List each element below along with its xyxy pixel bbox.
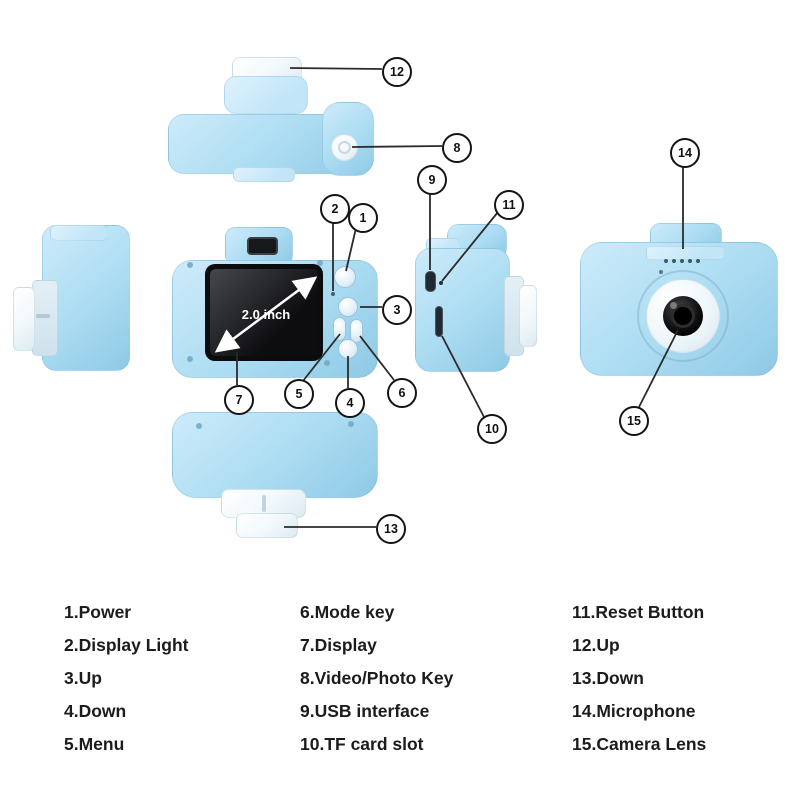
legend-item-up-2: 12.Up [572,635,620,655]
display-light-led [331,292,335,296]
screw [317,260,323,266]
tf-card-slot [435,306,443,337]
left-lens-cap [13,287,35,351]
callout-13: 13 [376,514,406,544]
legend-item-camera-lens: 15.Camera Lens [572,734,707,754]
left-top-notch [50,225,108,241]
leader-line-15 [638,329,679,408]
callout-12-number: 12 [390,65,404,79]
callout-11-number: 11 [502,198,516,212]
callout-2: 2 [320,194,350,224]
callout-8: 8 [442,133,472,163]
callout-15-number: 15 [627,414,641,428]
screw [324,360,330,366]
legend-item-mode-key: 6.Mode key [300,602,395,622]
callout-4: 4 [335,388,365,418]
power-button [334,266,356,288]
screen-diagonal-arrow [214,276,318,353]
callout-9: 9 [417,165,447,195]
callout-10: 10 [477,414,507,444]
callout-14-number: 14 [678,146,692,160]
callout-6-number: 6 [398,386,406,400]
legend-item-reset-button: 11.Reset Button [572,602,705,622]
legend-item-up: 3.Up [64,668,102,688]
viewfinder-window [247,237,278,255]
screw [187,262,193,268]
microphone-band [646,246,724,260]
callout-13-number: 13 [384,522,398,536]
callout-9-number: 9 [428,173,436,187]
right-lens-cap [519,285,537,347]
leader-line-6 [359,335,395,381]
legend-column-3: 11.Reset Button 12.Up 13.Down 14.Microph… [572,596,706,761]
reset-hole [439,281,443,285]
callout-3: 3 [382,295,412,325]
callout-10-number: 10 [485,422,499,436]
callout-5: 5 [284,379,314,409]
callout-2-number: 2 [331,202,339,216]
screw [196,423,202,429]
callout-3-number: 3 [393,303,401,317]
callout-1-number: 1 [359,211,367,225]
microphone-holes [664,250,704,268]
leader-line-1 [345,227,357,272]
legend-column-2: 6.Mode key 7.Display 8.Video/Photo Key 9… [300,596,453,761]
top-tab [233,167,295,182]
legend-item-display: 7.Display [300,635,377,655]
screw [187,356,193,362]
legend-column-1: 1.Power 2.Display Light 3.Up 4.Down 5.Me… [64,596,188,761]
lens-outer-ring [637,270,729,362]
callout-11: 11 [494,190,524,220]
front-indicator-dot [659,270,663,274]
leader-line-8 [351,145,443,148]
usb-port [425,271,436,292]
leader-line-12 [289,67,383,70]
screen-size-label: 2.0 inch [241,307,291,322]
legend-item-down-2: 13.Down [572,668,644,688]
leader-lines-layer [214,67,684,528]
callout-6: 6 [387,378,417,408]
legend-item-menu: 5.Menu [64,734,125,754]
legend-item-microphone: 14.Microphone [572,701,696,721]
callout-12: 12 [382,57,412,87]
left-barrel-slot [36,314,50,318]
legend-item-video-photo: 8.Video/Photo Key [300,668,454,688]
bottom-slot [262,495,266,512]
callout-5-number: 5 [295,387,303,401]
lens-glint [670,302,677,309]
bottom-down-button [236,513,298,538]
legend-item-tf-card-slot: 10.TF card slot [300,734,424,754]
leader-line-10 [441,335,485,418]
legend-item-usb-interface: 9.USB interface [300,701,430,721]
callout-14: 14 [670,138,700,168]
up-button [338,297,358,317]
legend-item-power: 1.Power [64,602,132,622]
top-viewfinder-hump [224,76,308,114]
callout-7-number: 7 [235,393,243,407]
callout-15: 15 [619,406,649,436]
callout-7: 7 [224,385,254,415]
legend-item-display-light: 2.Display Light [64,635,189,655]
leader-line-5 [302,333,341,382]
camera-lens-core [671,304,695,328]
callout-4-number: 4 [346,396,354,410]
callout-8-number: 8 [453,141,461,155]
leader-line-11 [441,211,499,282]
legend-item-down: 4.Down [64,701,127,721]
screw [348,421,354,427]
callout-1: 1 [348,203,378,233]
shutter-button-ring [338,141,351,154]
menu-button [333,317,346,341]
